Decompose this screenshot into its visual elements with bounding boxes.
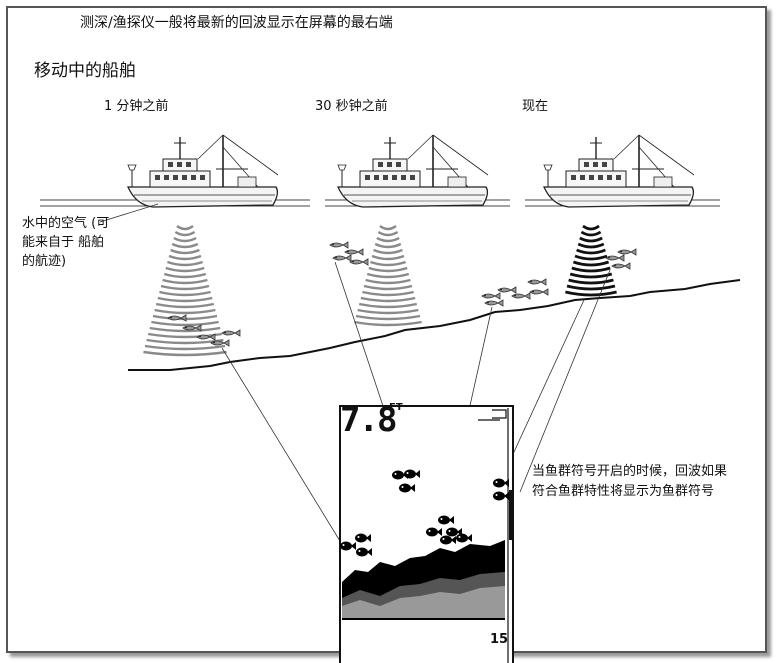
sonar-ring [362, 290, 414, 297]
sonar-ring [144, 344, 226, 351]
depth-readout: 7.8 [340, 400, 397, 440]
sonar-ring [377, 230, 399, 237]
sonar-ring [162, 278, 208, 285]
sonar-ring [159, 290, 211, 297]
sonar-ring [160, 284, 210, 291]
sonar-ring [371, 254, 405, 261]
sonar-ring [363, 284, 413, 291]
sonar-ring [357, 308, 419, 315]
sonar-ring [577, 242, 605, 249]
sonar-ring [155, 302, 215, 309]
time-label-now: 现在 [522, 99, 549, 114]
sonar-display [339, 405, 514, 663]
sonar-ring [355, 314, 421, 321]
sonar-ring [154, 308, 216, 315]
sonar-ring [379, 225, 397, 231]
sonar-ring [572, 260, 610, 267]
sonar-ring [582, 224, 600, 231]
sonar-ring [360, 296, 416, 303]
sonar-ring [151, 320, 219, 327]
sonar-ring [574, 254, 608, 261]
sonar-ring [580, 230, 602, 237]
sonar-ring [157, 296, 213, 303]
sonar-ring [165, 266, 205, 273]
sonar-ring [171, 242, 199, 249]
sonar-ring [373, 248, 403, 255]
sonar-cone-now [565, 224, 617, 297]
sonar-ring [565, 290, 617, 297]
sonar-ring [176, 225, 194, 231]
sea-bottom [128, 279, 741, 371]
sonar-ring [358, 302, 418, 309]
sonar-ring [365, 278, 411, 285]
boat-now [543, 134, 695, 208]
sonar-ring [576, 248, 606, 255]
time-label-30-seconds-ago: 30 秒钟之前 [315, 99, 388, 114]
sonar-ring [569, 272, 613, 279]
fish-symbol-note: 当鱼群符号开启的时候，回波如果符合鱼群特性将显示为鱼群符号 [532, 464, 728, 499]
sonar-ring [376, 236, 400, 243]
sonar-ring [374, 242, 402, 249]
diagram-title: 移动中的船舶 [34, 61, 136, 81]
time-label-1-minute-ago: 1 分钟之前 [104, 99, 169, 114]
sonar-ring [149, 326, 221, 333]
sonar-ring [168, 254, 202, 261]
sonar-ring [173, 236, 197, 243]
depth-unit: FT [389, 402, 403, 413]
range-scale-label: 15 [490, 632, 509, 647]
sonar-ring [354, 320, 422, 327]
sonar-ring [370, 260, 406, 267]
boat-30-seconds-ago [337, 134, 489, 208]
sonar-ring [174, 230, 196, 237]
air-in-water-note: 水中的空气 (可能来自于 船舶的航迹) [22, 216, 110, 269]
sonar-ring [579, 236, 603, 243]
sonar-ring [366, 272, 410, 279]
sonar-ring [568, 278, 614, 285]
fish-school-middle [329, 241, 369, 266]
boat-1-minute-ago [127, 134, 279, 208]
sonar-ring [170, 248, 200, 255]
fish-school-under-boat [605, 248, 637, 270]
fish-school-right [481, 278, 549, 307]
sonar-ring [566, 284, 616, 291]
sonar-ring [368, 266, 408, 273]
sonar-ring [143, 350, 227, 357]
sonar-cone-30-seconds-ago [354, 225, 422, 327]
sonar-ring [571, 266, 611, 273]
sonar-ring [163, 272, 207, 279]
caption-text: 测深/渔探仪一般将最新的回波显示在屏幕的最右端 [80, 15, 393, 31]
sonar-ring [167, 260, 203, 267]
